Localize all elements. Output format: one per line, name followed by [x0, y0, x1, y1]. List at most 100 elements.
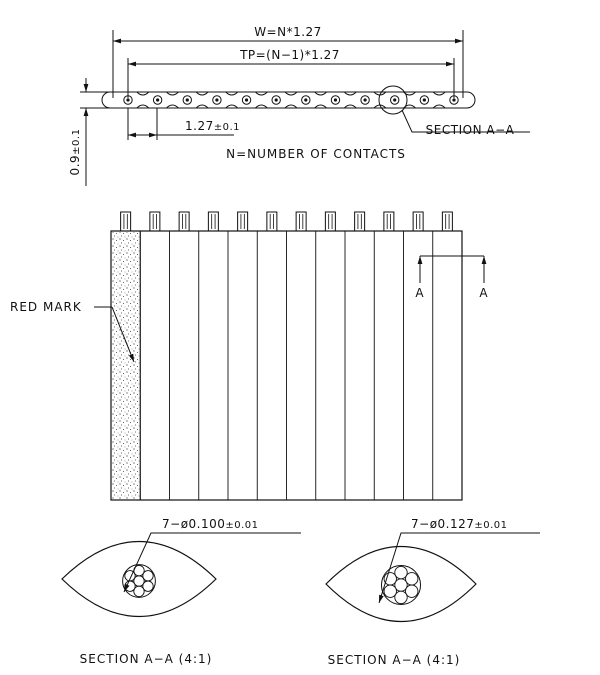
contact-core	[274, 98, 278, 102]
conductor-dividers	[139, 231, 434, 500]
contact-core	[422, 98, 426, 102]
section-left-caption: SECTION A−A (4:1)	[80, 652, 213, 666]
red-mark-stripe	[112, 232, 140, 499]
web-notch-top	[284, 91, 298, 96]
pitch-total-dimension: TP=(N−1)*1.27	[127, 48, 455, 98]
conductor-pin	[207, 211, 219, 232]
conductor-pin	[441, 211, 453, 232]
section-right-spec: 7−ø0.127	[411, 517, 474, 531]
section-left-strands	[122, 564, 156, 598]
contact-circle	[271, 95, 281, 105]
section-right-strands	[380, 564, 422, 606]
conductor-pin	[295, 211, 307, 232]
contact-circle	[301, 95, 311, 105]
conductor-pin	[383, 211, 395, 232]
contact-core	[304, 98, 308, 102]
conductor-pin	[324, 211, 336, 232]
strand	[133, 585, 145, 598]
strand	[394, 590, 408, 605]
section-right-jacket	[325, 545, 477, 623]
strand	[394, 578, 408, 592]
web-notch-top	[136, 91, 150, 96]
width-dimension: W=N*1.27	[112, 25, 464, 98]
web-notch-bottom	[432, 104, 446, 109]
conductor-pins	[120, 211, 453, 232]
contact-core	[244, 98, 249, 102]
web-notch-bottom	[314, 104, 327, 109]
section-right-tolerance: ±0.01	[474, 520, 507, 531]
conductor-pin	[354, 211, 366, 232]
web-notch-bottom	[343, 104, 357, 109]
contact-circle	[360, 95, 370, 105]
thickness-value: 0.9	[68, 155, 82, 176]
svg-text:0.9±0.1: 0.9±0.1	[68, 129, 82, 176]
conductor-pin	[412, 211, 424, 232]
contact-core	[333, 98, 338, 102]
web-notch-top	[225, 91, 239, 96]
web-notch-top	[432, 91, 446, 96]
strand	[405, 572, 419, 586]
thickness-dimension: 0.9±0.1	[68, 78, 115, 186]
web-notch-bottom	[284, 104, 298, 109]
web-notch-bottom	[136, 104, 150, 109]
web-notch-top	[343, 91, 357, 96]
contact-core	[185, 98, 189, 102]
section-right-caption: SECTION A−A (4:1)	[328, 653, 461, 667]
conductor-pin	[120, 211, 132, 232]
contact-core	[126, 98, 130, 102]
web-notch-bottom	[255, 104, 268, 109]
strand	[405, 584, 419, 598]
web-notch-bottom	[225, 104, 239, 109]
contact-core	[215, 98, 219, 102]
web-notch-bottom	[195, 104, 209, 109]
contact-circle	[212, 95, 222, 105]
strand	[383, 572, 397, 586]
svg-text:1.27±0.1: 1.27±0.1	[185, 119, 240, 133]
conductor-pin	[149, 211, 161, 232]
contact-circle	[241, 95, 252, 105]
contact-core	[393, 98, 397, 102]
web-notch-top	[314, 91, 327, 96]
section-left: 7−ø0.100±0.01 SECTION A−A (4:1)	[61, 517, 301, 666]
web-notch-top	[166, 91, 179, 96]
section-cut-marker: A A	[415, 255, 488, 300]
contact-circle	[182, 95, 192, 105]
section-right: 7−ø0.127±0.01 SECTION A−A (4:1)	[325, 517, 540, 667]
svg-text:7−ø0.127±0.01: 7−ø0.127±0.01	[411, 517, 508, 531]
section-left-spec: 7−ø0.100	[162, 517, 225, 531]
pitch-tolerance: ±0.1	[214, 122, 240, 133]
contact-core	[452, 98, 456, 102]
red-mark-label: RED MARK	[10, 300, 82, 314]
web-notch-top	[195, 91, 209, 96]
pitch-dimension: 1.27±0.1	[127, 108, 240, 140]
contact-circle	[330, 95, 341, 105]
contact-circle	[152, 95, 163, 105]
conductor-pin	[178, 211, 190, 232]
web-notch-bottom	[166, 104, 179, 109]
cut-label-left: A	[415, 286, 424, 300]
pitch-formula: TP=(N−1)*1.27	[239, 48, 340, 62]
thickness-tolerance: ±0.1	[71, 129, 82, 155]
contact-circle	[390, 95, 400, 105]
ribbon-edge	[101, 91, 476, 109]
section-callout-label: SECTION A−A	[426, 123, 515, 137]
contacts-note: N=NUMBER OF CONTACTS	[226, 147, 406, 161]
contact-circle	[123, 95, 133, 105]
strand	[142, 570, 154, 582]
conductor-pin	[237, 211, 249, 232]
width-formula: W=N*1.27	[254, 25, 322, 39]
cut-label-right: A	[479, 286, 488, 300]
plan-view: RED MARK A A	[10, 211, 488, 501]
section-left-jacket	[61, 540, 217, 618]
svg-text:7−ø0.100±0.01: 7−ø0.100±0.01	[162, 517, 259, 531]
pitch-value: 1.27	[185, 119, 214, 133]
contact-circle	[449, 95, 459, 105]
section-callout: SECTION A−A	[378, 85, 530, 137]
contact-core	[156, 98, 160, 102]
contact-circle	[419, 95, 430, 105]
web-notch-top	[255, 91, 268, 96]
section-left-tolerance: ±0.01	[225, 520, 258, 531]
conductor-pin	[266, 211, 278, 232]
contact-core	[363, 98, 367, 102]
